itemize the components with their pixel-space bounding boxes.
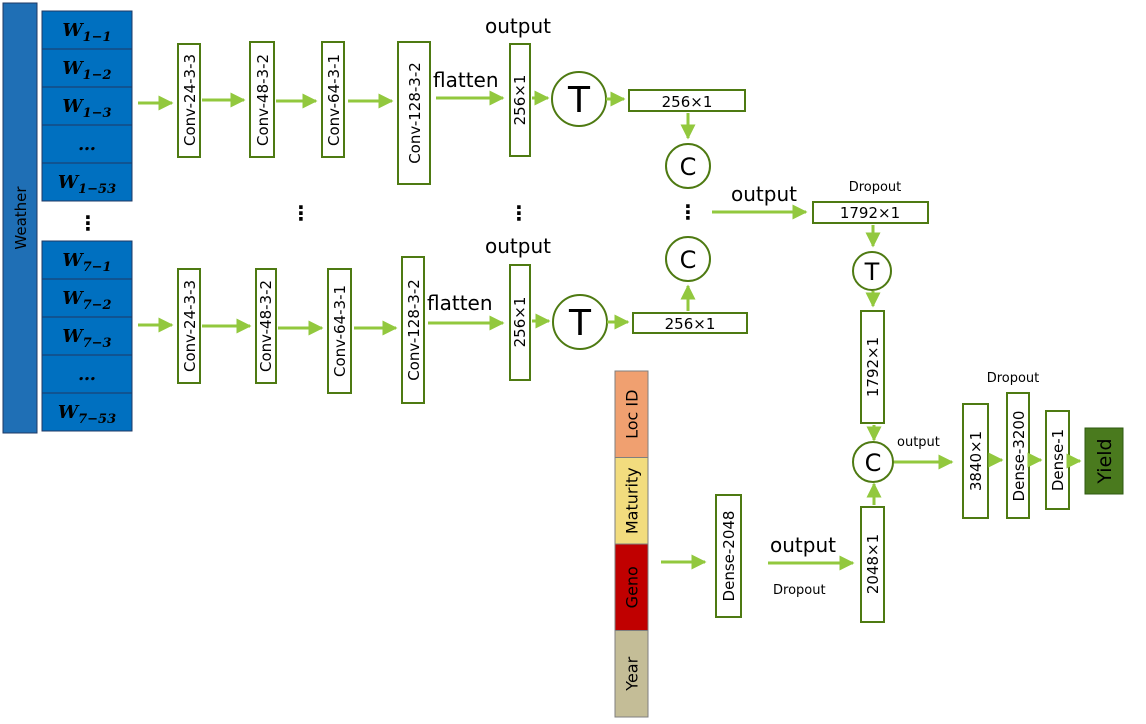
weather-cell (41, 86, 133, 126)
conv-box (249, 41, 275, 158)
categorical-input-label: Maturity (623, 467, 642, 534)
weather-bar (2, 2, 38, 434)
dense-1-label: Dense-1 (1049, 429, 1067, 491)
final-output-label: output (897, 435, 940, 450)
categorical-input (614, 543, 649, 631)
weather-cell (41, 316, 133, 356)
dense-3200-label: Dense-3200 (1010, 411, 1028, 502)
ellipsis: ⋮ (678, 200, 698, 224)
weather-cell (41, 354, 133, 394)
transpose-label: T (568, 303, 592, 344)
weather-cell-label: W1−53 (58, 172, 116, 197)
conv-box (401, 256, 425, 404)
conv-label: Conv-128-3-2 (406, 62, 424, 164)
weather-cell-label: W7−1 (62, 250, 111, 275)
concat-label: C (680, 246, 697, 274)
categorical-input-label: Year (623, 656, 642, 691)
conv-label: Conv-24-3-3 (181, 280, 199, 372)
dense-2048-label: Dense-2048 (720, 511, 738, 602)
categorical-input-label: Geno (623, 566, 642, 608)
weather-cell (41, 124, 133, 164)
vector-box (509, 43, 531, 157)
weather-cell-label: … (78, 364, 96, 385)
flatten-label: flatten (433, 68, 499, 92)
transpose-label: T (567, 80, 591, 121)
merge-transpose-node (852, 251, 892, 291)
concat-node (665, 143, 711, 189)
concat-node (665, 236, 711, 282)
vector-t-label: 256×1 (665, 315, 716, 333)
conv-label: Conv-48-3-2 (257, 280, 275, 372)
vector-label: 256×1 (511, 75, 529, 126)
conv-label: Conv-24-3-3 (181, 54, 199, 146)
merge-transpose-label: T (864, 258, 880, 286)
dense-2048-box (715, 494, 742, 618)
concat-label: C (680, 153, 697, 181)
conv-label: Conv-64-3-1 (331, 285, 349, 377)
final-concat-label: C (865, 449, 882, 477)
merge-vector-t-box (860, 310, 885, 424)
conv-box (397, 41, 431, 185)
weather-cell-label: W7−3 (62, 326, 111, 351)
weather-cell (41, 392, 133, 432)
weather-cell-label: W7−53 (58, 402, 116, 427)
final-concat-node (852, 441, 894, 483)
output-label: output (485, 14, 551, 38)
vector-label: 256×1 (511, 297, 529, 348)
vector-box (509, 264, 531, 381)
conv-box (327, 268, 352, 394)
categorical-input-label: Loc ID (623, 390, 642, 439)
weather-cell (41, 48, 133, 88)
cat-dropout-label: Dropout (773, 583, 826, 598)
weather-ellipsis: ⋮ (78, 211, 98, 235)
merge-vector-box (812, 201, 929, 224)
conv-box (255, 268, 277, 384)
weather-group-1: W1−1W1−2W1−3 … W1−53 (41, 10, 133, 202)
cat-output-label: output (770, 533, 836, 557)
cat-vector-label: 2048×1 (864, 534, 882, 594)
weather-cell-label: W7−2 (62, 288, 111, 313)
concat-3840-box (962, 403, 989, 519)
weather-cell-label: W1−3 (62, 96, 111, 121)
yield-label: Yield (1094, 438, 1116, 484)
conv-box (177, 43, 201, 158)
conv-box (321, 41, 345, 158)
ellipsis: ⋮ (291, 201, 311, 225)
vector-t-label: 256×1 (662, 93, 713, 111)
vector-t-box (628, 89, 746, 112)
weather-cell-label: W1−2 (62, 58, 111, 83)
output-label: output (485, 234, 551, 258)
weather-cell (41, 10, 133, 50)
yield-box (1084, 427, 1124, 495)
cat-vector-box (860, 506, 885, 623)
weather-cell-label: W1−1 (62, 20, 111, 45)
weather-group-7: W7−1W7−2W7−3 … W7−53 (41, 240, 133, 432)
final-dropout-label: Dropout (987, 371, 1040, 386)
weather-label: Weather (12, 186, 30, 250)
categorical-input (614, 630, 649, 718)
vector-t-box (632, 312, 748, 334)
weather-cell (41, 162, 133, 202)
merge-dropout-label: Dropout (849, 180, 902, 195)
merge-vector-t-label: 1792×1 (864, 337, 882, 397)
categorical-input (614, 457, 649, 545)
flatten-label: flatten (427, 291, 493, 315)
concat-3840-label: 3840×1 (967, 431, 985, 491)
merge-output-label: output (731, 182, 797, 206)
conv-box (177, 268, 201, 384)
weather-cell-label: … (78, 134, 96, 155)
conv-label: Conv-64-3-1 (325, 54, 343, 146)
conv-label: Conv-48-3-2 (254, 54, 272, 146)
weather-cell (41, 278, 133, 318)
weather-cell (41, 240, 133, 280)
ellipsis: ⋮ (509, 201, 529, 225)
merge-vector-label: 1792×1 (840, 204, 900, 222)
conv-label: Conv-128-3-2 (405, 279, 423, 381)
